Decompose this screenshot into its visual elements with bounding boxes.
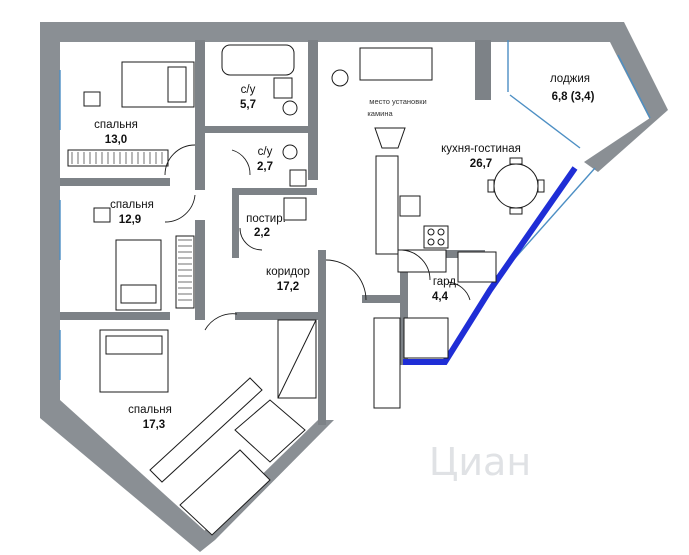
wardrobe-bedroom3 [149,377,263,483]
label-bedroom2-area: 12,9 [119,214,141,226]
door-kitchen [401,249,431,281]
wall-int-7 [195,220,205,320]
label-loggia-area: 6,8 (3,4) [552,91,595,103]
toilet-bath1 [282,100,298,116]
wall-int-2 [308,40,318,180]
doors [164,144,471,409]
sink-bath2 [289,169,307,187]
wall-top [46,22,624,42]
closet-1 [179,449,271,536]
label-bath2-area: 2,7 [257,161,273,173]
closet-2 [234,399,306,463]
labels: спальня 13,0 с/у 5,7 с/у 2,7 постир. 2,2… [94,73,594,431]
wall-int-11 [362,295,404,303]
door-gard [447,281,471,301]
door-entrance [325,259,367,301]
wall-bottom-diagonal [40,400,215,552]
label-bedroom3-area: 17,3 [143,419,165,431]
window-loggia-3 [617,54,651,119]
door-bedroom3 [204,313,238,331]
wall-int-13 [475,40,491,100]
toilet-bath2 [282,144,298,160]
bed-pillow-3 [105,335,163,355]
wall-int-10 [318,250,326,425]
wall-int-3 [60,178,170,186]
walls [40,22,668,552]
cooktop [423,225,449,249]
label-wardrobe-name: гард. [433,276,459,288]
bed-pillow-1 [167,66,187,103]
door-bedroom1 [164,144,196,176]
wall-int-8 [60,312,170,320]
label-kitchen-area: 26,7 [470,158,492,170]
sofa [359,47,433,81]
shelf-gard [403,317,449,359]
wall-int-6 [232,188,239,258]
door-bedroom2 [164,194,196,223]
wall-loggia-outer [600,22,668,120]
label-bath1-name: с/у [241,84,256,96]
wardrobe-hatch-1 [71,152,163,164]
chair-bedroom2 [93,207,111,223]
door-entrance-leaf [373,317,401,409]
door-storage [239,227,263,251]
label-corridor-name: коридор [266,266,310,278]
wall-int-1 [195,40,205,190]
wardrobe-gard [457,251,497,283]
wall-int-12 [400,250,408,365]
label-storage-area: 2,2 [254,227,270,239]
washer [283,197,307,221]
label-kitchen-name: кухня-гостиная [441,143,521,155]
dining-table [493,163,539,209]
label-bath2-name: с/у [258,146,273,158]
label-fireplace-line2: камина [367,109,393,118]
label-fireplace-line1: место установки [369,97,426,106]
kitchen-sink [399,195,421,217]
kitchen-counter-vertical [375,155,399,255]
wall-left [40,22,60,402]
watermark: Циан [429,440,531,484]
bed-bedroom3 [99,329,169,393]
window-loggia-1 [509,94,581,149]
furniture [67,44,545,536]
wall-loggia-right [584,110,668,172]
label-bedroom2-name: спальня [110,199,154,211]
bed-pillow-2 [120,284,157,304]
kitchen-counter-horizontal [397,249,447,273]
floor-lamp [331,69,349,87]
label-loggia-name: лоджия [550,73,590,85]
sink-bath1 [273,77,293,99]
highlighted-wall [403,166,578,365]
door-bath2 [231,149,251,176]
label-bedroom1-area: 13,0 [105,134,127,146]
bed-bedroom1 [121,61,195,108]
label-bedroom1-name: спальня [94,119,138,131]
label-wardrobe-area: 4,4 [432,291,449,303]
bed-bedroom2 [115,239,162,311]
label-storage-name: постир. [246,213,286,225]
wardrobe-bedroom2 [175,235,195,309]
bathtub [221,44,295,76]
wall-int-4 [205,126,315,133]
label-bedroom3-name: спальня [128,404,172,416]
label-corridor-area: 17,2 [277,281,299,293]
label-bath1-area: 5,7 [240,99,256,111]
chair-bedroom1 [83,91,101,107]
wall-int-9 [235,312,325,320]
fireplace [374,127,406,149]
wall-int-5 [232,188,317,195]
wardrobe-bedroom1 [67,149,169,167]
wardrobe-hatch-2 [178,239,192,301]
